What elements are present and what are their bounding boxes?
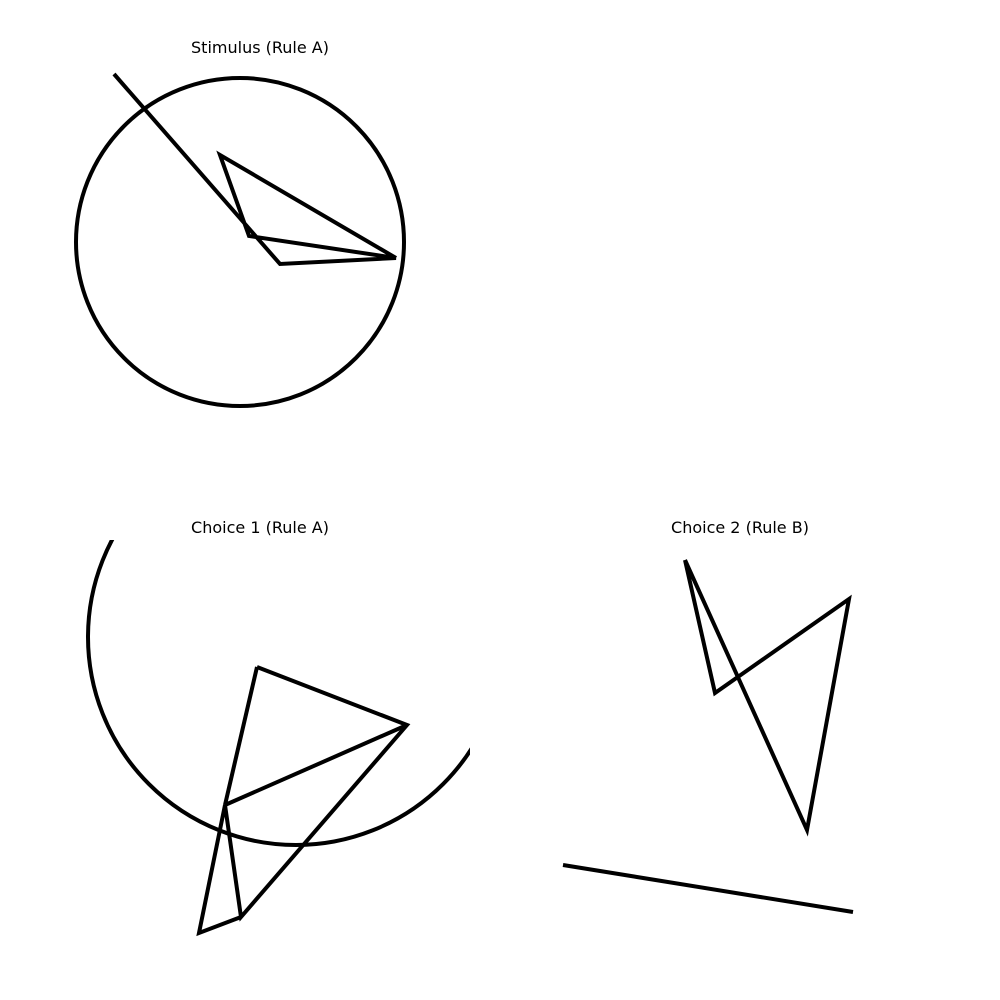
stimulus-panel: Stimulus (Rule A) bbox=[20, 20, 500, 500]
stimulus-circle bbox=[74, 76, 406, 408]
choice2-polyline bbox=[683, 559, 852, 837]
stimulus-polyline bbox=[112, 72, 398, 267]
choice1-figure bbox=[86, 540, 470, 937]
stimulus-figure bbox=[74, 72, 406, 408]
choice2-title: Choice 2 (Rule B) bbox=[671, 518, 809, 537]
choice1-title: Choice 1 (Rule A) bbox=[191, 518, 329, 537]
choice1-polyline bbox=[196, 665, 411, 937]
choice1-panel: Choice 1 (Rule A) bbox=[20, 500, 500, 980]
choice1-circle bbox=[86, 540, 470, 847]
stimulus-title: Stimulus (Rule A) bbox=[191, 38, 329, 57]
choice1-polyline-2 bbox=[224, 723, 408, 807]
choice2-panel: Choice 2 (Rule B) bbox=[500, 500, 980, 980]
choice2-figure bbox=[562, 559, 854, 914]
choice1-polyline-3 bbox=[223, 666, 259, 806]
choice2-line bbox=[562, 863, 854, 914]
